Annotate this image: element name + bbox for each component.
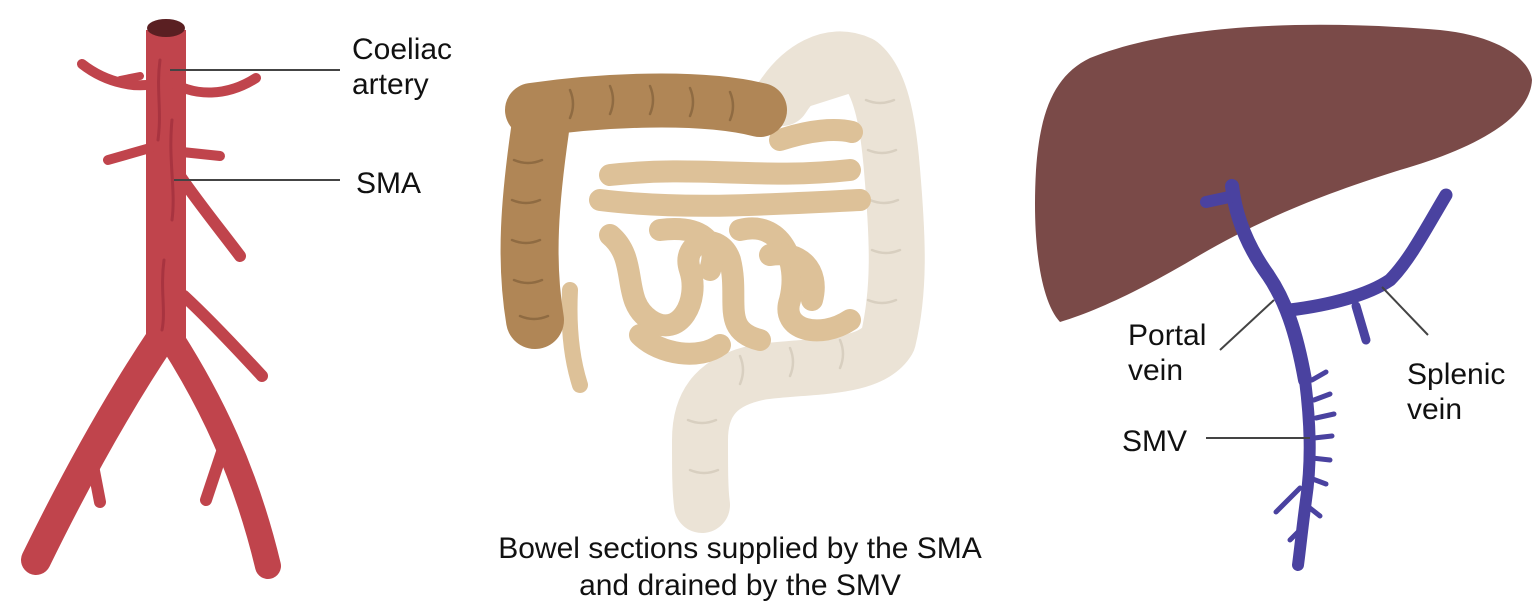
common-iliac-left xyxy=(21,325,175,575)
internal-iliac-right xyxy=(200,446,228,506)
portal-vein-label: Portal vein xyxy=(1128,318,1206,388)
portal-label-line1: Portal xyxy=(1128,319,1207,352)
aorta-lumen xyxy=(147,19,185,37)
portal-vein-left-branch xyxy=(1200,190,1240,208)
splenic-vein xyxy=(1283,188,1453,317)
coeliac-label-line1: Coeliac xyxy=(352,33,453,66)
splenic-vein-label: Splenic vein xyxy=(1407,357,1505,427)
coeliac-branch-small xyxy=(116,72,144,84)
splenic-label-line2: vein xyxy=(1407,393,1463,426)
small-bowel xyxy=(561,119,871,393)
sma-descending xyxy=(174,170,246,262)
portal-label-line2: vein xyxy=(1128,354,1184,387)
sma-branch-right xyxy=(177,147,225,161)
bowel-caption: Bowel sections supplied by the SMA and d… xyxy=(430,530,1050,604)
liver xyxy=(1035,24,1532,322)
coeliac-branch-right xyxy=(163,73,261,98)
splenic-label-line1: Splenic xyxy=(1407,358,1506,391)
colon-light-haustra xyxy=(686,98,902,475)
mesenteric-branch-right xyxy=(178,290,268,382)
bowel-illustration xyxy=(500,31,925,533)
colon-dark xyxy=(500,73,787,349)
colon-dark-haustra xyxy=(510,84,735,321)
splenic-vein-tributary xyxy=(1351,301,1371,345)
coeliac-label-line2: artery xyxy=(352,68,429,101)
internal-iliac-left xyxy=(84,444,106,508)
portal-venous-system xyxy=(1200,179,1453,571)
caption-line1: Bowel sections supplied by the SMA xyxy=(498,532,982,565)
sma-branch-left xyxy=(103,143,155,165)
common-iliac-right xyxy=(159,327,281,579)
smv-tributaries xyxy=(1273,369,1337,543)
aorta-details xyxy=(156,58,175,332)
portal-leader-line xyxy=(1219,299,1275,351)
coeliac-artery-label: Coeliac artery xyxy=(352,32,452,102)
smv xyxy=(1292,374,1316,571)
sma-label: SMA xyxy=(356,167,422,200)
colon-light xyxy=(672,31,925,533)
aorta-illustration xyxy=(21,30,281,579)
splenic-leader-line xyxy=(1381,286,1429,336)
smv-label: SMV xyxy=(1122,425,1188,458)
portal-vein xyxy=(1225,179,1312,387)
caption-line2: and drained by the SMV xyxy=(579,569,901,602)
